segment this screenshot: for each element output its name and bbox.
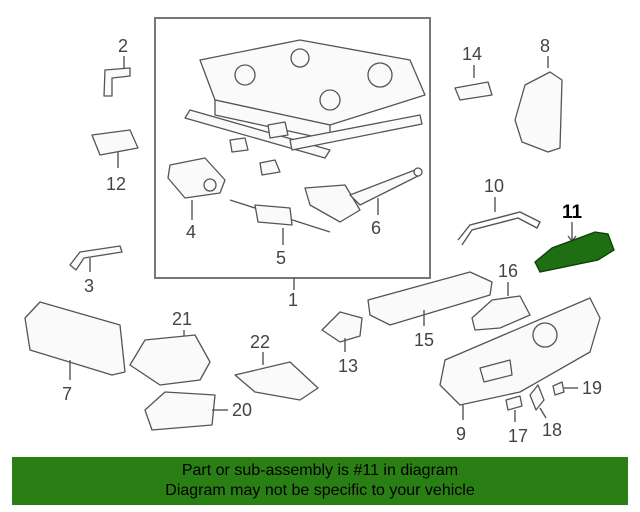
bracket-part-14: 14: [454, 44, 493, 101]
cover-part-8: 8: [514, 36, 563, 153]
label-20: 20: [232, 400, 252, 420]
label-8: 8: [540, 36, 550, 56]
cable-part-5: 5: [229, 199, 331, 268]
banner-line-2: Diagram may not be specific to your vehi…: [165, 482, 475, 499]
module-part-20: 20: [144, 391, 252, 431]
seat-adjuster-frame: [184, 39, 426, 176]
button-part-19: 19: [552, 378, 602, 398]
hook-part-3: 3: [69, 245, 123, 296]
label-10: 10: [484, 176, 504, 196]
rail-part-15: 15: [367, 271, 493, 350]
label-4: 4: [186, 222, 196, 242]
label-6: 6: [371, 218, 381, 238]
label-14: 14: [462, 44, 482, 64]
knob-part-17: 17: [505, 395, 528, 446]
motor-part-6: 6: [304, 167, 423, 238]
label-1: 1: [288, 290, 298, 310]
panel-part-7: 7: [24, 301, 126, 404]
trim-panel-part-9: 9: [439, 297, 601, 444]
bracket-part-22: 22: [234, 332, 319, 401]
switch-part-18: 18: [529, 384, 562, 440]
bracket-part-21: 21: [129, 309, 211, 386]
parts-diagram: 4 5 6 1 2 12 3 7 2: [24, 17, 615, 446]
label-19: 19: [582, 378, 602, 398]
bracket-part-12: 12: [91, 129, 139, 194]
assembly-1-box: [154, 17, 431, 279]
label-9: 9: [456, 424, 466, 444]
label-12: 12: [106, 174, 126, 194]
label-18: 18: [542, 420, 562, 440]
label-15: 15: [414, 330, 434, 350]
label-7: 7: [62, 384, 72, 404]
bracket-part-13: 13: [321, 311, 363, 376]
motor-part-4: 4: [167, 157, 226, 242]
label-17: 17: [508, 426, 528, 446]
label-5: 5: [276, 248, 286, 268]
rod-part-10: 10: [457, 176, 541, 246]
label-3: 3: [84, 276, 94, 296]
label-11: 11: [562, 202, 583, 223]
label-16: 16: [498, 261, 518, 281]
banner-line-1: Part or sub-assembly is #11 in diagram: [181, 462, 459, 479]
bracket-part-2: 2: [103, 36, 131, 97]
label-21: 21: [172, 309, 192, 329]
label-2: 2: [118, 36, 128, 56]
highlighted-part-11: 11: [534, 202, 615, 273]
bracket-part-16: 16: [471, 261, 531, 331]
label-13: 13: [338, 356, 358, 376]
label-22: 22: [250, 332, 270, 352]
footer-banner: Part or sub-assembly is #11 in diagram D…: [12, 457, 628, 505]
